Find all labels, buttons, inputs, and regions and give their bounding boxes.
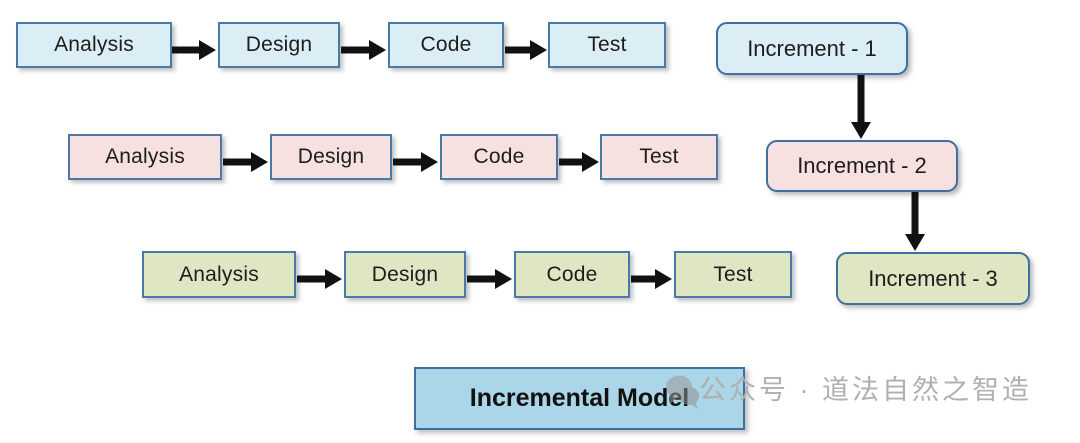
phase-box-analysis-row3[interactable]: Analysis — [142, 251, 296, 298]
increment-box-1[interactable]: Increment - 1 — [716, 22, 908, 75]
phase-box-code-row3[interactable]: Code — [514, 251, 630, 298]
arrow-row1-3 — [505, 35, 547, 65]
arrow-row1-2 — [341, 35, 386, 65]
increment-box-3[interactable]: Increment - 3 — [836, 252, 1030, 305]
arrow-increment-2-to-3 — [900, 192, 930, 251]
arrow-increment-1-to-2 — [846, 75, 876, 139]
phase-box-code-row1[interactable]: Code — [388, 22, 504, 68]
arrow-row2-1 — [223, 147, 268, 177]
arrow-row2-2 — [393, 147, 438, 177]
phase-box-test-row1[interactable]: Test — [548, 22, 666, 68]
phase-box-test-row2[interactable]: Test — [600, 134, 718, 180]
arrow-row1-1 — [172, 35, 216, 65]
phase-box-design-row2[interactable]: Design — [270, 134, 392, 180]
increment-box-2[interactable]: Increment - 2 — [766, 140, 958, 192]
phase-box-design-row3[interactable]: Design — [344, 251, 466, 298]
phase-box-design-row1[interactable]: Design — [218, 22, 340, 68]
phase-box-test-row3[interactable]: Test — [674, 251, 792, 298]
arrow-row3-2 — [467, 264, 512, 294]
watermark-text: 公众号 · 道法自然之智造 — [699, 375, 1032, 405]
arrow-row3-3 — [631, 264, 672, 294]
diagram-title-banner: Incremental Model — [414, 367, 745, 430]
arrow-row3-1 — [297, 264, 342, 294]
arrow-row2-3 — [559, 147, 599, 177]
phase-box-code-row2[interactable]: Code — [440, 134, 558, 180]
phase-box-analysis-row1[interactable]: Analysis — [16, 22, 172, 68]
phase-box-analysis-row2[interactable]: Analysis — [68, 134, 222, 180]
